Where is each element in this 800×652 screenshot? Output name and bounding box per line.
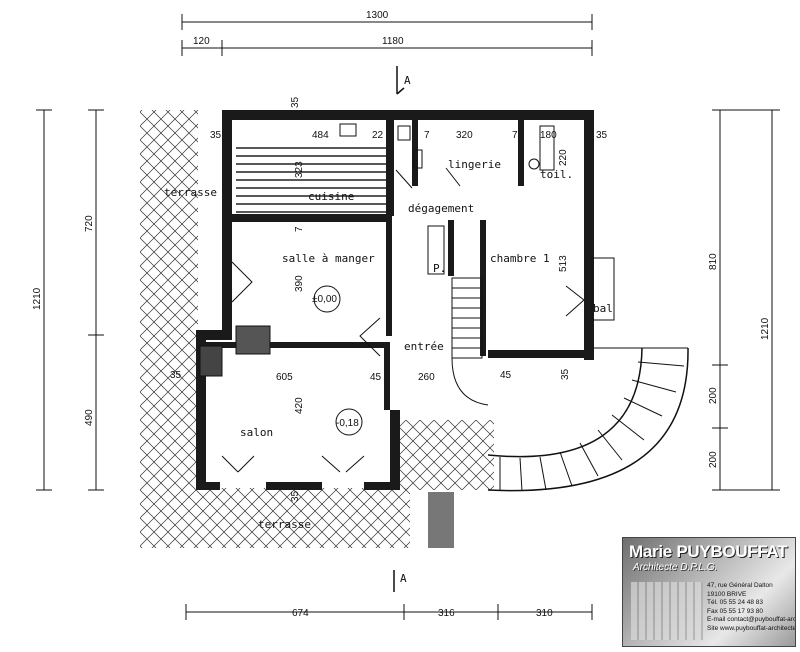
dim-7a: 7 [424, 130, 430, 141]
level-salon: -0,18 [336, 418, 359, 429]
dim-180: 180 [540, 130, 557, 141]
label-chambre: chambre 1 [490, 252, 550, 265]
dim-260: 260 [418, 372, 435, 383]
label-degagement: dégagement [408, 202, 474, 215]
section-marker-top: A [396, 66, 411, 95]
contact-address: 47, rue Général Dalton [707, 582, 773, 589]
dim-right-upper: 810 [708, 253, 719, 270]
right-dimension-lines [712, 109, 780, 491]
terrasse-west-hatch [140, 110, 198, 488]
dim-35-left: 35 [170, 370, 182, 381]
dim-bottom-a: 674 [292, 608, 309, 619]
svg-text:A: A [400, 572, 407, 585]
fixtures [199, 123, 555, 377]
card-decoration [631, 582, 703, 640]
label-terrasse-top: terrasse [164, 186, 217, 199]
contact-tel: Tél. 05 55 24 48 83 [707, 599, 764, 607]
contact-city: 19100 BRIVE [707, 590, 747, 598]
terrasse-south-hatch [140, 488, 410, 548]
dim-320: 320 [456, 130, 473, 141]
kitchen-floor [236, 142, 386, 216]
dim-left-lower: 490 [84, 409, 95, 426]
dim-right-low: 200 [708, 451, 719, 468]
dim-left-outer: 1210 [32, 287, 43, 310]
dim-484: 484 [312, 130, 329, 141]
dim-top-total: 1300 [366, 10, 389, 21]
dim-35-top: 35 [290, 96, 301, 108]
dim-605: 605 [276, 372, 293, 383]
dim-220: 220 [558, 149, 569, 166]
label-balcon: bal [593, 302, 613, 315]
dim-35-bottom: 35 [290, 490, 301, 502]
left-dimension-lines [36, 109, 104, 491]
label-salon: salon [240, 426, 273, 439]
dim-left-upper: 720 [84, 215, 95, 232]
dim-45a: 45 [370, 372, 382, 383]
curved-steps [487, 347, 689, 492]
planter [428, 492, 454, 548]
label-entree: entrée [404, 340, 444, 353]
architect-title: Architecte D.P.L.G. [633, 562, 718, 573]
dim-7b: 7 [512, 130, 518, 141]
dim-right-outer: 1210 [760, 317, 771, 340]
dim-323: 323 [294, 161, 305, 178]
architect-first-name: Marie [629, 542, 672, 561]
dim-22: 22 [372, 130, 384, 141]
dim-right-mid: 200 [708, 387, 719, 404]
contact-email: E-mail contact@puybouffat-architecte.fr [707, 616, 796, 624]
dim-35-tl: 35 [210, 130, 222, 141]
label-lingerie: lingerie [448, 158, 501, 171]
level-dining-circle [313, 285, 341, 313]
interior-walls [206, 120, 524, 410]
section-marker-bottom: A [393, 570, 407, 592]
level-dining: ±0,00 [312, 294, 337, 305]
dim-390: 390 [294, 275, 305, 292]
staircase [451, 277, 489, 406]
dim-7-mid: 7 [294, 226, 305, 232]
dim-top-left: 120 [193, 36, 210, 47]
dim-420: 420 [294, 397, 305, 414]
dim-bottom-b: 316 [438, 608, 455, 619]
dim-bottom-c: 310 [536, 608, 553, 619]
level-salon-circle [335, 408, 363, 436]
contact-site: Site www.puybouffat-architecte.fr [707, 624, 796, 632]
dim-top-right: 1180 [382, 36, 404, 47]
entry-porch-hatch [398, 420, 494, 490]
architect-last-name: PUYBOUFFAT [676, 542, 788, 561]
dim-35-tr: 35 [596, 130, 608, 141]
label-wc: toil. [540, 168, 573, 181]
door-swings [221, 167, 585, 473]
label-salle-a-manger: salle à manger [282, 252, 375, 265]
dim-45b: 45 [500, 370, 512, 381]
label-placard: P. [433, 262, 446, 275]
dim-513: 513 [558, 255, 569, 272]
top-dimension-lines [181, 14, 593, 56]
architect-contact: 47, rue Général Dalton 19100 BRIVE Tél. … [707, 582, 796, 634]
contact-fax: Fax 05 55 17 93 80 [707, 607, 764, 615]
svg-text:A: A [404, 74, 411, 87]
balcony [591, 257, 615, 321]
bottom-dimension-lines [185, 604, 593, 620]
label-cuisine: cuisine [308, 190, 354, 203]
dim-35-right: 35 [560, 368, 571, 380]
architect-business-card: Marie PUYBOUFFAT Architecte D.P.L.G. 47,… [622, 537, 796, 647]
architect-name: Marie PUYBOUFFAT [629, 542, 788, 562]
exterior-walls [196, 110, 594, 490]
label-terrasse-bottom: terrasse [258, 518, 311, 531]
